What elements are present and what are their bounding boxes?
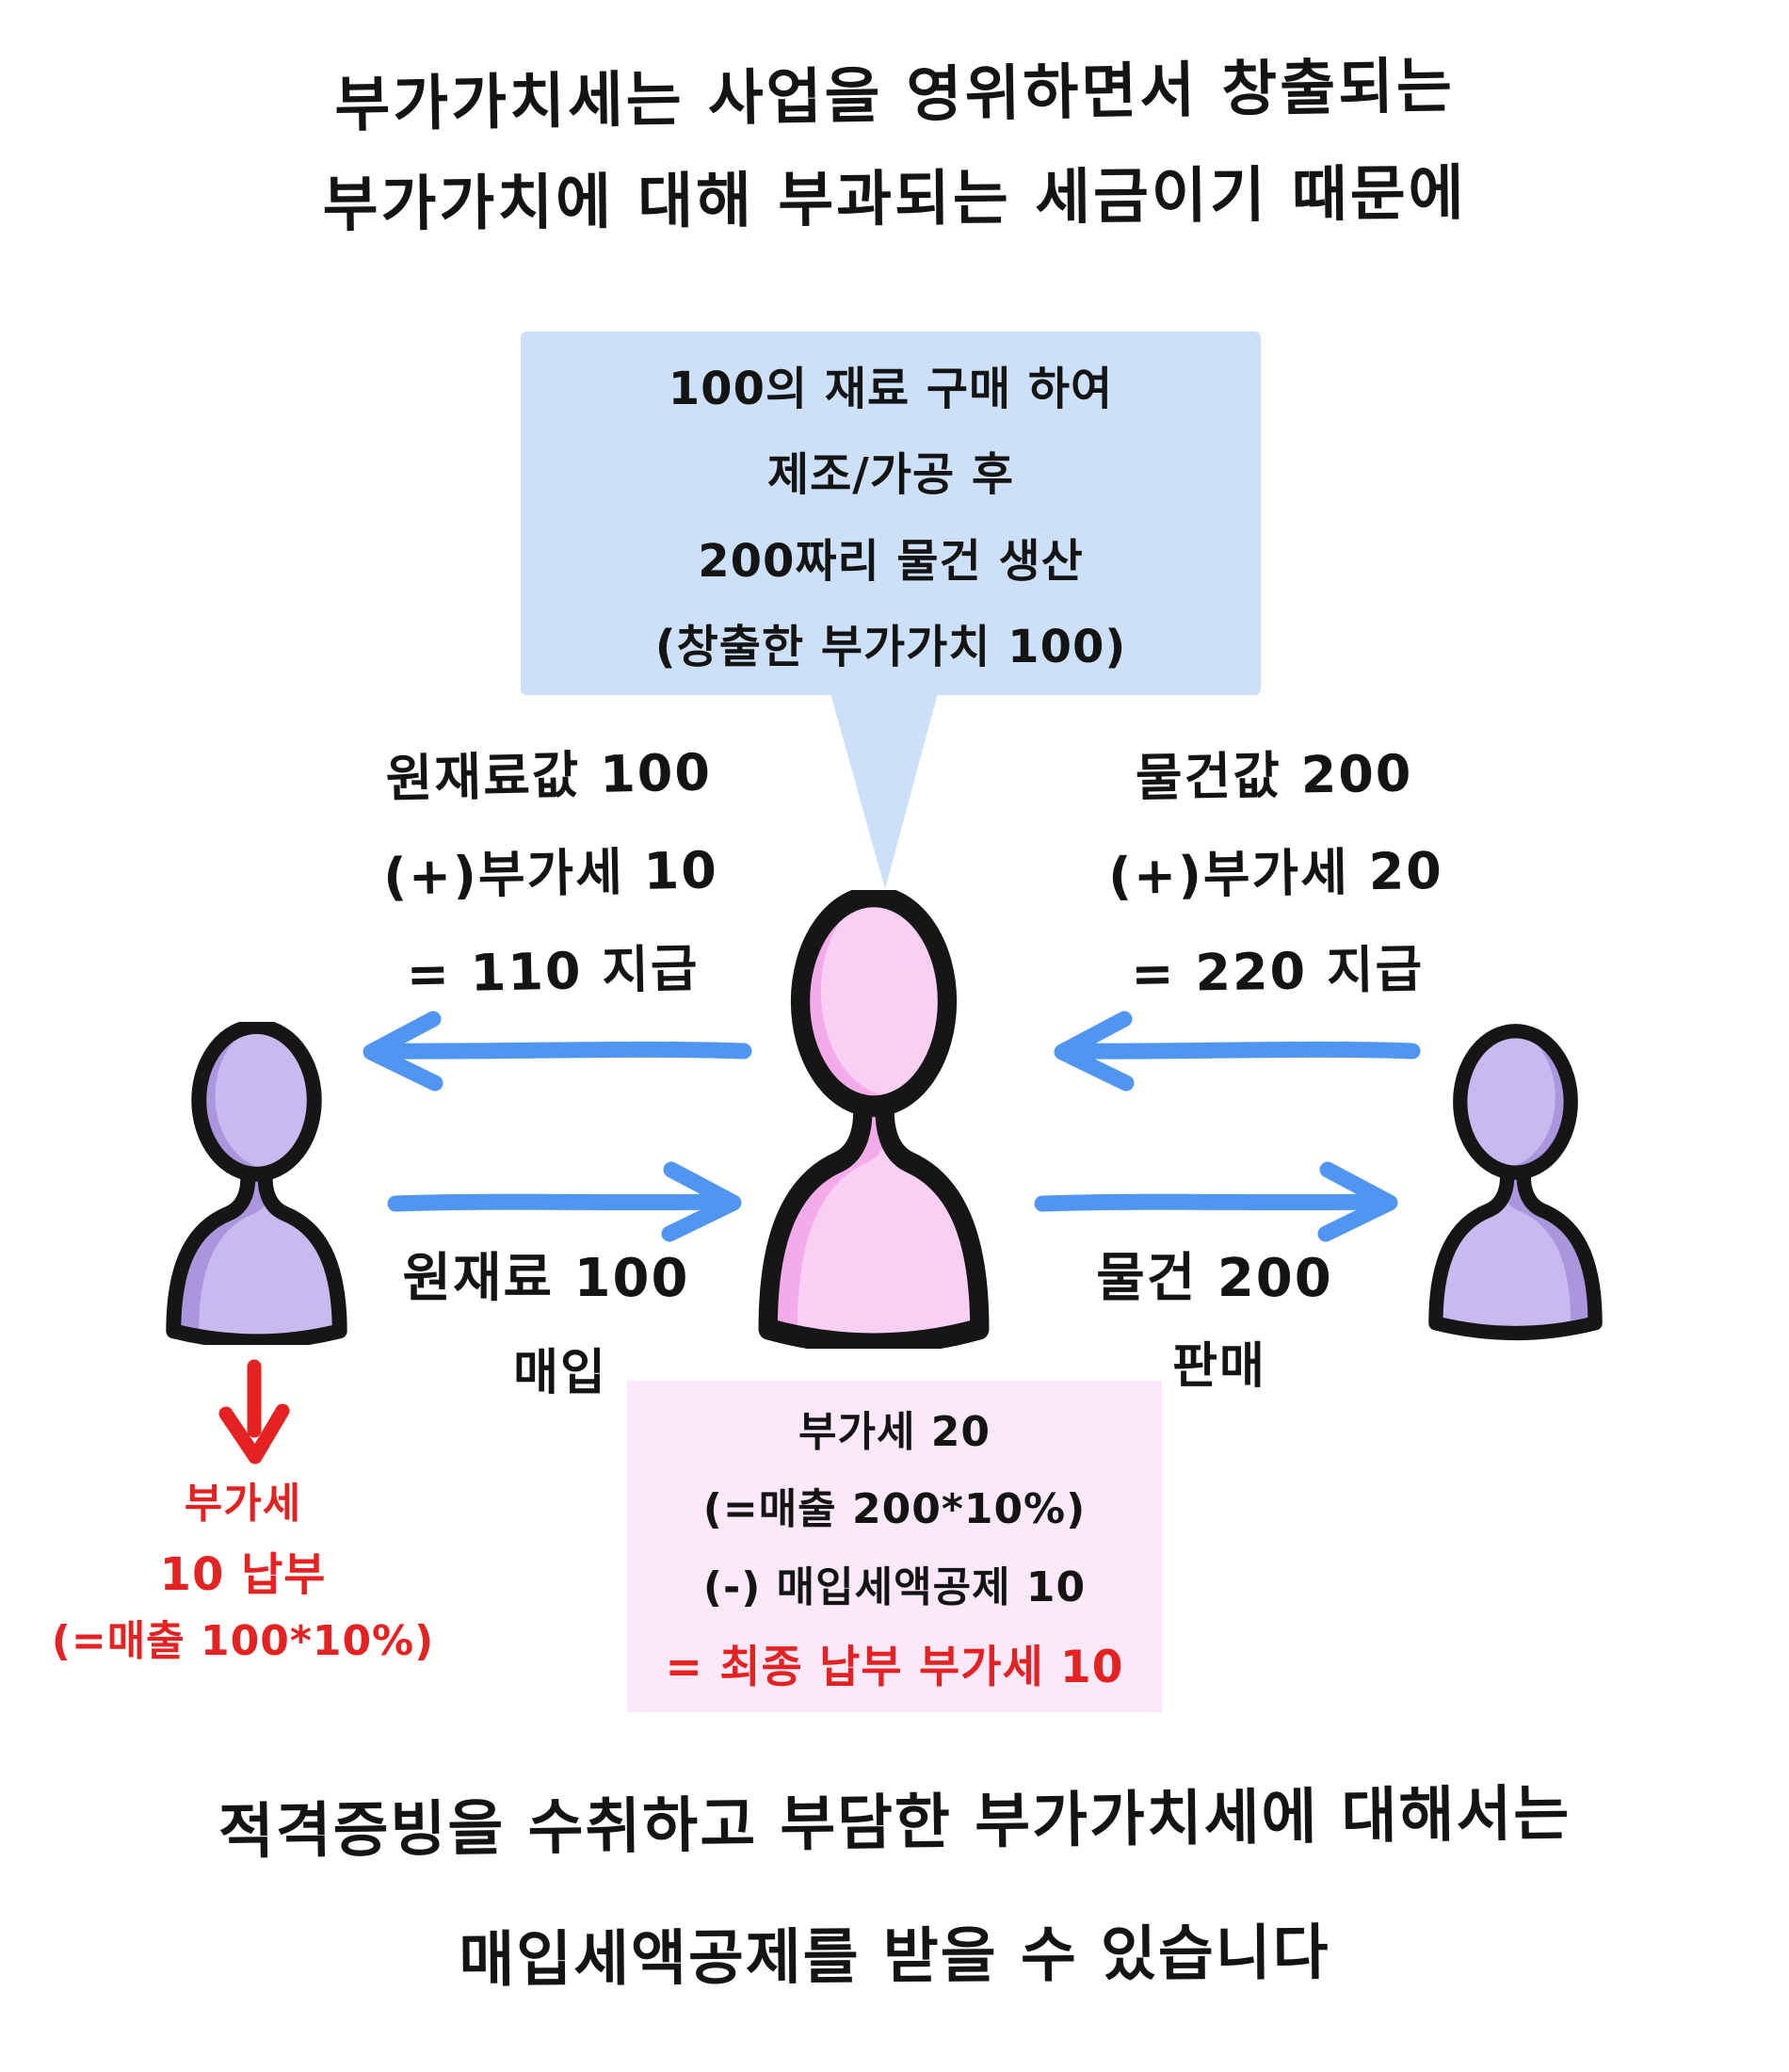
bubble-line-4: (창출한 부가가치 100) [654, 620, 1127, 673]
payment-to-manufacturer-arrow-icon [1054, 1011, 1421, 1092]
material-flow-label: 원재료 100 [402, 1248, 690, 1309]
right-payment-line-2: (+)부가세 20 [1107, 840, 1444, 907]
right-payment-line-1: 물건값 200 [1135, 743, 1413, 808]
goods-to-buyer-arrow-icon [1034, 1161, 1398, 1242]
left-payment-line-1: 원재료값 100 [385, 742, 713, 809]
headline-line-2: 부가가치에 대해 부과되는 세금이기 때문에 [322, 158, 1467, 241]
supplier-tax-note-line-1: 부가세 [184, 1480, 302, 1528]
footer-line-2: 매입세액공제를 받을 수 있습니다 [459, 1918, 1330, 1997]
supplier-head [191, 1022, 322, 1182]
buyer-head [1453, 1024, 1578, 1180]
speech-bubble: 100의 재료 구매 하여 제조/가공 후 200짜리 물건 생산 (창출한 부… [521, 332, 1261, 695]
vat-calc-final-line: = 최종 납부 부가세 10 [665, 1641, 1124, 1693]
goods-flow-label: 물건 200 [1096, 1248, 1333, 1309]
footer-line-1: 적격증빙을 수취하고 부담한 부가가치세에 대해서는 [218, 1778, 1571, 1869]
headline-line-1: 부가가치세는 사업을 영위하면서 창출되는 [333, 51, 1456, 141]
goods-flow-sublabel: 판매 [1172, 1338, 1266, 1395]
supplier-body [166, 1161, 347, 1345]
buyer-body [1428, 1160, 1603, 1341]
supplier-figure [166, 1022, 347, 1345]
supplier-tax-note-line-3: (=매출 100*10%) [51, 1617, 435, 1665]
manufacturer-body [758, 1089, 990, 1349]
manufacturer-head [790, 890, 958, 1117]
left-payment-line-2: (+)부가세 10 [382, 840, 719, 907]
vat-calc-line-2: (=매출 200*10%) [702, 1485, 1087, 1534]
speech-bubble-tail-icon [830, 693, 938, 889]
supplier-tax-note-line-2: 10 납부 [159, 1548, 327, 1601]
tax-due-down-arrow-icon [218, 1359, 290, 1465]
vat-calculation-box: 부가세 20 (=매출 200*10%) (-) 매입세액공제 10 = 최종 … [627, 1381, 1162, 1712]
material-flow-sublabel: 매입 [513, 1345, 607, 1401]
right-payment-note: 물건값 200 (+)부가세 20 = 220 지급 [1028, 722, 1523, 1025]
bubble-line-1: 100의 재료 구매 하여 [668, 363, 1114, 416]
payment-to-supplier-arrow-icon [363, 1011, 752, 1092]
left-payment-note: 원재료값 100 (+)부가세 10 = 110 지급 [303, 722, 798, 1027]
material-to-manufacturer-arrow-icon [387, 1161, 742, 1242]
buyer-figure [1428, 1024, 1603, 1341]
manufacturer-figure [758, 890, 990, 1349]
bubble-line-2: 제조/가공 후 [766, 448, 1015, 502]
vat-calc-line-1: 부가세 20 [798, 1408, 991, 1457]
bubble-line-3: 200짜리 물건 생산 [698, 534, 1084, 588]
vat-calc-line-3: (-) 매입세액공제 10 [702, 1562, 1087, 1611]
